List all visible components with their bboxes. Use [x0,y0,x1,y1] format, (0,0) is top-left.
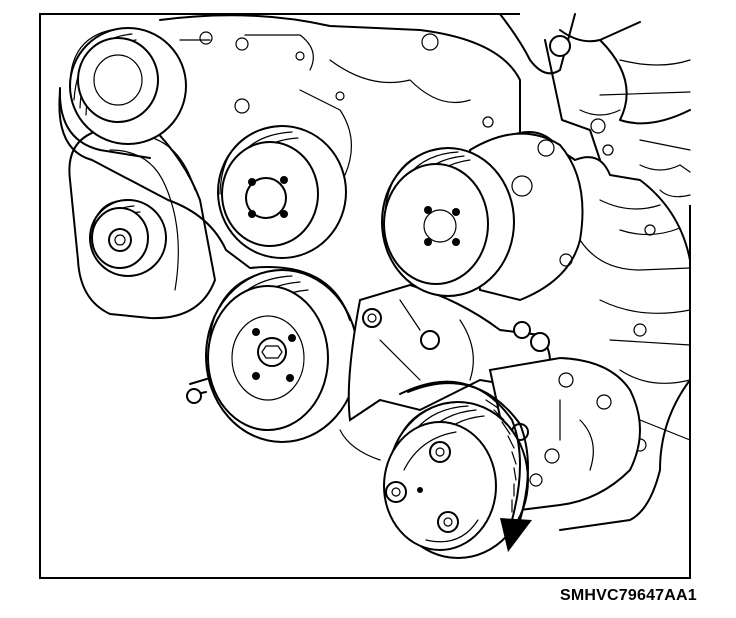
drive-belt [58,91,351,321]
small-idler-pulley [89,199,167,277]
ac-compressor-pulley [383,401,529,559]
engine-block [159,14,691,531]
figure-frame [39,13,691,579]
rotation-direction-arrow [399,380,532,552]
upper-idler-pulley [58,27,187,159]
power-steering-pump-pulley [381,132,584,302]
water-pump-pulley [217,125,347,259]
crankshaft-pulley [186,269,359,443]
engine-hoses [499,13,691,198]
figure-code-label: SMHVC79647AA1 [560,587,697,604]
